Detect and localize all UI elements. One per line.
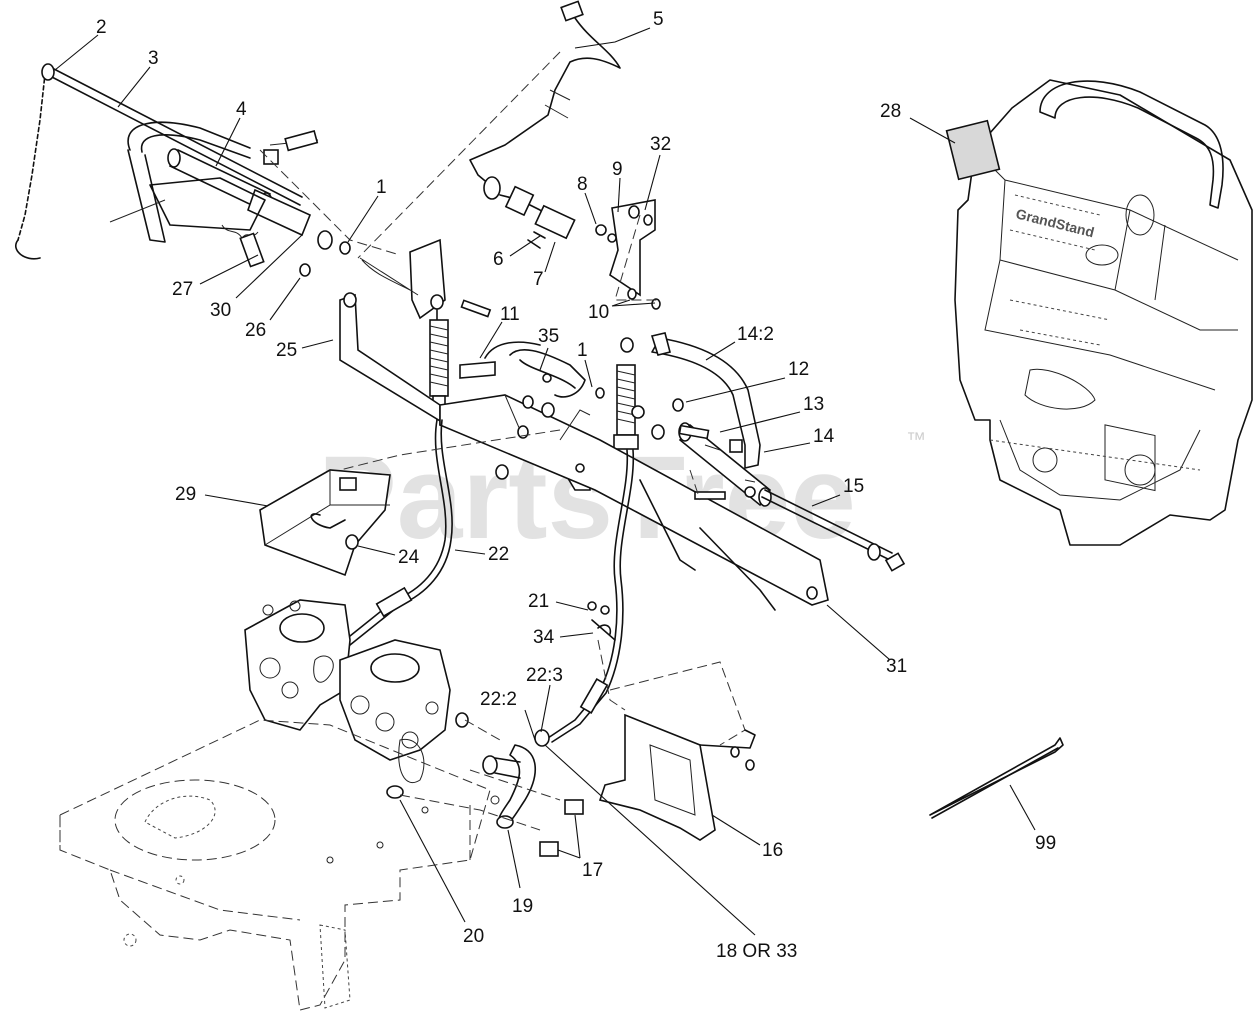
callout-25: 25 <box>276 340 297 361</box>
callout-31: 31 <box>886 656 907 677</box>
callout-17: 17 <box>582 860 603 881</box>
control-cables <box>319 419 635 743</box>
callout-12: 12 <box>788 359 809 380</box>
callout-22: 22 <box>488 544 509 565</box>
small-fasteners-21-34 <box>587 601 626 711</box>
bracket-part-9 <box>595 199 661 310</box>
pump-linkage <box>386 729 584 857</box>
callout-22-3: 22:3 <box>526 665 563 686</box>
callout-21: 21 <box>528 591 549 612</box>
callout-10: 10 <box>588 302 609 323</box>
callout-14: 14 <box>813 426 835 447</box>
bracket-part-16 <box>598 661 756 841</box>
callout-24: 24 <box>398 547 420 568</box>
callout-26: 26 <box>245 320 266 341</box>
wire-harness <box>469 0 621 249</box>
callout-11: 11 <box>500 304 520 325</box>
callout-16: 16 <box>762 840 783 861</box>
callout-7: 7 <box>533 269 544 290</box>
callout-99: 99 <box>1035 833 1056 854</box>
callout-8: 8 <box>577 174 588 195</box>
callout-13: 13 <box>803 394 824 415</box>
mower-frame <box>59 719 500 1011</box>
cable-tie-part-99 <box>929 737 1064 819</box>
callout-9: 9 <box>612 159 623 180</box>
top-lever-assembly <box>15 63 351 277</box>
cover-part-29 <box>259 469 391 577</box>
callout-labels: 2 3 4 5 1 8 9 32 28 6 7 10 27 30 26 25 1… <box>96 9 1056 962</box>
callout-1-upper: 1 <box>376 177 387 198</box>
assembly-dashed-lines <box>259 51 701 741</box>
callout-34: 34 <box>533 627 555 648</box>
callout-20: 20 <box>463 926 484 947</box>
callout-28: 28 <box>880 101 901 122</box>
watermark-trademark: ™ <box>906 429 926 451</box>
callout-15: 15 <box>843 476 864 497</box>
leader-lines <box>54 27 1036 936</box>
callout-18-or-33: 18 OR 33 <box>716 941 797 962</box>
callout-32: 32 <box>650 134 671 155</box>
callout-29: 29 <box>175 484 196 505</box>
callout-22-2: 22:2 <box>480 689 517 710</box>
callout-4: 4 <box>236 99 247 120</box>
console-brand-label: GrandStand <box>1014 205 1096 240</box>
callout-35: 35 <box>538 326 559 347</box>
callout-30: 30 <box>210 300 231 321</box>
control-bracket-assembly <box>339 238 906 611</box>
callout-2: 2 <box>96 17 107 38</box>
operator-console: GrandStand <box>954 79 1253 546</box>
decal-part-28 <box>945 119 1001 181</box>
callout-27: 27 <box>172 279 193 300</box>
callout-1-lower: 1 <box>577 340 588 361</box>
callout-14-2: 14:2 <box>737 324 774 345</box>
callout-6: 6 <box>493 249 504 270</box>
callout-3: 3 <box>148 48 159 69</box>
callout-5: 5 <box>653 9 664 30</box>
callout-19: 19 <box>512 896 533 917</box>
hydraulic-pumps <box>244 599 469 783</box>
